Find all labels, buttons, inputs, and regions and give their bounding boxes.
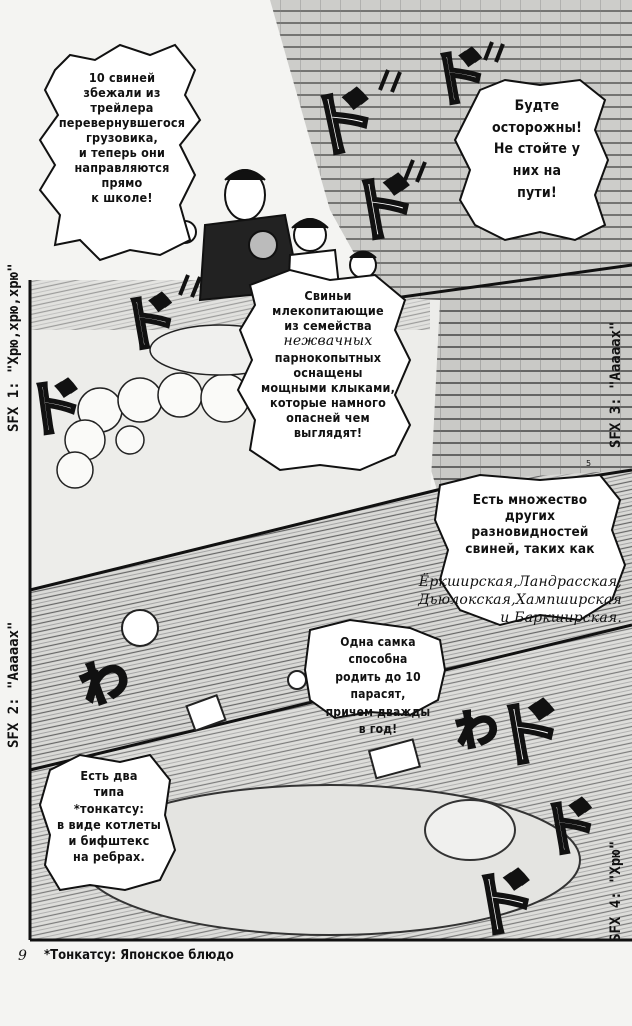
bubble-line: Дьюлокская,Хампширская — [418, 592, 622, 609]
speech-bubble-be-careful: Будте осторожны! Не стойте у них на пути… — [472, 96, 602, 204]
sfx-note-1: SFX 1: "Хрю,хрю,хрю" — [6, 263, 22, 432]
bubble-line: причем дважды — [325, 704, 431, 719]
bubble-line: перевернувшегося — [58, 115, 186, 130]
bubble-line: к школе! — [91, 190, 153, 205]
bubble-line: которые намного — [269, 394, 387, 410]
bubble-line: пути! — [517, 184, 557, 201]
bubble-line: и бифштекс — [68, 833, 150, 848]
svg-text:ド: ド — [114, 284, 185, 363]
bubble-line: Будте — [514, 98, 560, 114]
bubble-line: выглядят! — [293, 424, 363, 440]
footnote: *Тонкатсу: Японское блюдо — [44, 948, 234, 963]
bubble-line: типа — [93, 784, 125, 800]
bubble-line: в год! — [358, 721, 398, 736]
speech-bubble-pigs-fact: Свиньи млекопитающие из семейства нежвач… — [248, 288, 408, 440]
bubble-line: Одна самка способна — [340, 635, 416, 667]
page-number: 9 — [18, 948, 27, 964]
bubble-line: Свиньи — [304, 288, 352, 303]
bubble-line: мощными клыками, — [260, 379, 396, 395]
bubble-line: Не стойте у — [493, 141, 581, 158]
speech-bubble-tonkatsu: Есть два типа *тонкатсу: в виде котлеты … — [50, 768, 168, 866]
sfx-note-2: SFX 2: "Ааааах" — [6, 621, 22, 748]
bubble-line: на ребрах. — [73, 849, 145, 865]
bubble-line: родить до 10 парасят, — [335, 669, 421, 702]
speech-bubble-varieties: Есть множество других разновидностей сви… — [445, 492, 615, 557]
speech-bubble-pigs-escaped: 10 свиней збежали из трейлера перевернув… — [52, 70, 192, 205]
bubble-line: направляются — [74, 160, 170, 175]
bubble-line: 10 свиней — [88, 70, 156, 85]
bubble-line: Есть множество — [472, 492, 588, 508]
pig-breeds-caption: Ёркширская,Ландрасская, Дьюлокская,Хампш… — [386, 573, 622, 628]
svg-text:ド: ド — [462, 857, 545, 950]
bubble-line: грузовика, — [85, 130, 158, 145]
bubble-line: из семейства — [284, 318, 372, 333]
bubble-line: других — [504, 508, 556, 525]
bubble-line: збежали из — [83, 85, 161, 100]
bubble-line: прямо — [101, 175, 143, 190]
bubble-line: разновидностей — [471, 524, 589, 541]
bubble-line: в виде котлеты — [57, 816, 161, 832]
svg-text:ド: ド — [487, 687, 570, 780]
bubble-line: трейлера — [90, 100, 154, 115]
bubble-line: млекопитающие — [272, 303, 384, 318]
bubble-line: Есть два — [80, 768, 138, 783]
bubble-line: свиней, таких как — [465, 540, 595, 557]
bubble-line: и теперь они — [78, 145, 166, 160]
bubble-line: *тонкатсу: — [73, 800, 145, 816]
bubble-line: опасней чем — [286, 409, 370, 425]
svg-text:わ: わ — [452, 702, 502, 758]
bubble-line: парнокопытных — [274, 349, 382, 365]
bubble-line: осторожны! — [491, 119, 583, 136]
bubble-line: и Баркширская. — [500, 610, 622, 627]
svg-text:ド: ド — [20, 370, 89, 448]
sfx-note-3: SFX 3: "Ааааах" — [608, 321, 624, 448]
bubble-line: оснащены — [293, 364, 363, 380]
bubble-line: Ёркширская,Ландрасская, — [418, 574, 622, 590]
svg-text:ド: ド — [534, 789, 605, 868]
bubble-line: нежвачных — [283, 333, 373, 349]
bubble-line: них на — [512, 163, 562, 180]
sfx-note-4: SFX 4: "Хрю" — [608, 840, 624, 942]
svg-text:ド: ド — [342, 162, 425, 255]
speech-bubble-sow: Одна самка способна родить до 10 парасят… — [312, 634, 444, 738]
small-page-number: 5 — [586, 459, 592, 468]
